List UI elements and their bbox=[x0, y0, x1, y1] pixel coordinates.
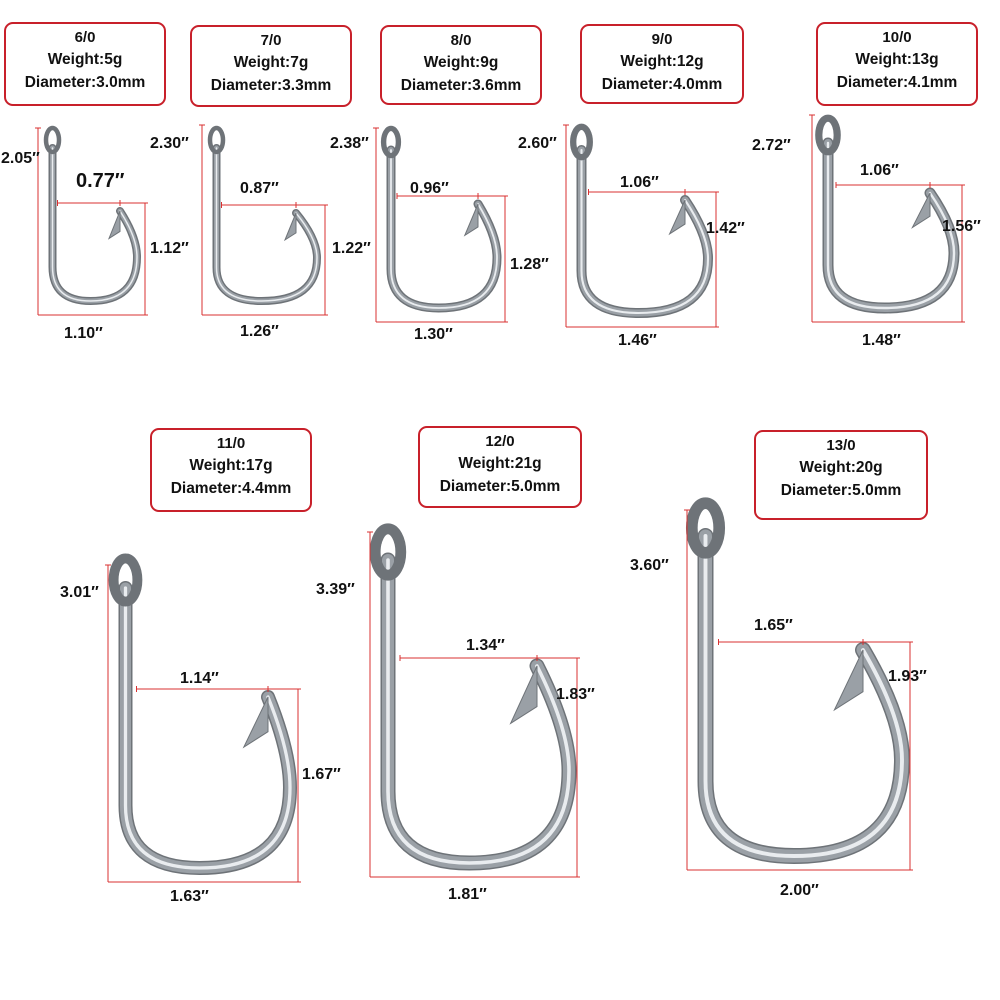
hook-size-label: 8/0 bbox=[450, 32, 472, 49]
length-label: 2.72″ bbox=[752, 137, 791, 154]
hook-barb bbox=[107, 210, 121, 240]
gap-label: 1.14″ bbox=[180, 670, 219, 687]
width-label: 2.00″ bbox=[780, 882, 819, 899]
width-label: 1.63″ bbox=[170, 888, 209, 905]
spec-box-12-0: 12/0 Weight:21g Diameter:5.0mm bbox=[418, 426, 582, 508]
width-label: 1.30″ bbox=[414, 326, 453, 343]
hook-body-outline bbox=[386, 145, 502, 313]
hook-barb bbox=[911, 192, 931, 229]
hook-weight: Weight:17g bbox=[189, 457, 273, 474]
hook-barb bbox=[242, 696, 269, 749]
spec-box-10-0: 10/0 Weight:13g Diameter:4.1mm bbox=[816, 22, 978, 106]
hook-weight: Weight:21g bbox=[458, 455, 542, 472]
throat-label: 1.28″ bbox=[510, 256, 549, 273]
throat-label: 1.93″ bbox=[888, 668, 927, 685]
hook-highlight bbox=[215, 147, 318, 302]
gap-label: 1.34″ bbox=[466, 637, 505, 654]
spec-box-8-0: 8/0 Weight:9g Diameter:3.6mm bbox=[380, 25, 542, 105]
hook-eye bbox=[369, 523, 407, 581]
hook-body bbox=[388, 147, 501, 312]
throat-label: 1.83″ bbox=[556, 686, 595, 703]
gap-label: 0.96″ bbox=[410, 180, 449, 197]
hook-barb bbox=[463, 203, 479, 237]
hook-eye bbox=[815, 114, 841, 156]
hook-diameter: Diameter:3.0mm bbox=[24, 74, 146, 91]
hook-highlight bbox=[123, 586, 292, 870]
hook-barb bbox=[833, 649, 864, 712]
hook-highlight bbox=[390, 149, 498, 309]
length-label: 2.05″ bbox=[1, 150, 40, 167]
length-label: 3.39″ bbox=[316, 581, 355, 598]
hook-eye bbox=[685, 497, 726, 559]
hook-eye bbox=[43, 125, 62, 155]
hook-diameter: Diameter:4.0mm bbox=[601, 76, 723, 93]
gap-label: 0.87″ bbox=[240, 180, 279, 197]
hook-weight: Weight:5g bbox=[47, 51, 123, 68]
gap-label: 0.77″ bbox=[76, 170, 125, 192]
hook-size-label: 13/0 bbox=[826, 437, 856, 454]
hook-eye bbox=[380, 125, 402, 159]
hook-highlight bbox=[386, 558, 571, 865]
hook-eye bbox=[570, 123, 593, 161]
gap-label: 1.65″ bbox=[754, 617, 793, 634]
hook-eye bbox=[108, 553, 143, 607]
length-label: 3.60″ bbox=[630, 557, 669, 574]
gap-label: 1.06″ bbox=[620, 174, 659, 191]
hook-diameter: Diameter:5.0mm bbox=[780, 482, 902, 499]
width-label: 1.48″ bbox=[862, 332, 901, 349]
hook-diameter: Diameter:4.4mm bbox=[170, 480, 292, 497]
hook-body-outline bbox=[380, 552, 577, 871]
hook-size-label: 10/0 bbox=[882, 29, 912, 46]
throat-label: 1.56″ bbox=[942, 218, 981, 235]
hook-size-label: 11/0 bbox=[216, 435, 246, 452]
hook-size-label: 9/0 bbox=[651, 31, 673, 48]
hook-weight: Weight:12g bbox=[620, 53, 704, 70]
spec-box-13-0: 13/0 Weight:20g Diameter:5.0mm bbox=[754, 430, 928, 520]
hook-eye bbox=[207, 125, 226, 155]
spec-box-7-0: 7/0 Weight:7g Diameter:3.3mm bbox=[190, 25, 352, 107]
width-label: 1.10″ bbox=[64, 325, 103, 342]
width-label: 1.46″ bbox=[618, 332, 657, 349]
spec-box-6-0: 6/0 Weight:5g Diameter:3.0mm bbox=[4, 22, 166, 106]
length-label: 3.01″ bbox=[60, 584, 99, 601]
throat-label: 1.12″ bbox=[150, 240, 189, 257]
width-label: 1.81″ bbox=[448, 886, 487, 903]
throat-label: 1.42″ bbox=[706, 220, 745, 237]
hook-body-outline bbox=[697, 528, 911, 865]
length-label: 2.60″ bbox=[518, 135, 557, 152]
hook-highlight bbox=[51, 147, 138, 302]
throat-label: 1.22″ bbox=[332, 240, 371, 257]
hook-weight: Weight:7g bbox=[233, 54, 309, 71]
hook-highlight bbox=[580, 148, 710, 315]
hook-diameter: Diameter:3.3mm bbox=[210, 77, 332, 94]
hook-weight: Weight:13g bbox=[855, 51, 939, 68]
hook-highlight bbox=[826, 141, 956, 310]
width-label: 1.26″ bbox=[240, 323, 279, 340]
length-label: 2.30″ bbox=[150, 135, 189, 152]
hook-diameter: Diameter:3.6mm bbox=[400, 77, 522, 94]
length-label: 2.38″ bbox=[330, 135, 369, 152]
hook-body bbox=[214, 145, 320, 304]
hook-diameter: Diameter:5.0mm bbox=[439, 478, 561, 495]
hook-size-label: 7/0 bbox=[260, 32, 282, 49]
hook-barb bbox=[509, 665, 538, 725]
hook-size-label: 12/0 bbox=[485, 433, 515, 450]
hook-diameter: Diameter:4.1mm bbox=[836, 74, 958, 91]
hook-weight: Weight:9g bbox=[423, 54, 499, 71]
spec-box-9-0: 9/0 Weight:12g Diameter:4.0mm bbox=[580, 24, 744, 104]
gap-label: 1.06″ bbox=[860, 162, 899, 179]
throat-label: 1.67″ bbox=[302, 766, 341, 783]
hook-barb bbox=[283, 212, 297, 242]
hook-body bbox=[699, 529, 909, 863]
hook-weight: Weight:20g bbox=[799, 459, 883, 476]
hook-highlight bbox=[703, 534, 904, 858]
spec-box-11-0: 11/0 Weight:17g Diameter:4.4mm bbox=[150, 428, 312, 512]
hook-size-label: 6/0 bbox=[74, 29, 96, 46]
hook-barb bbox=[668, 199, 686, 236]
hook-body bbox=[382, 554, 576, 870]
